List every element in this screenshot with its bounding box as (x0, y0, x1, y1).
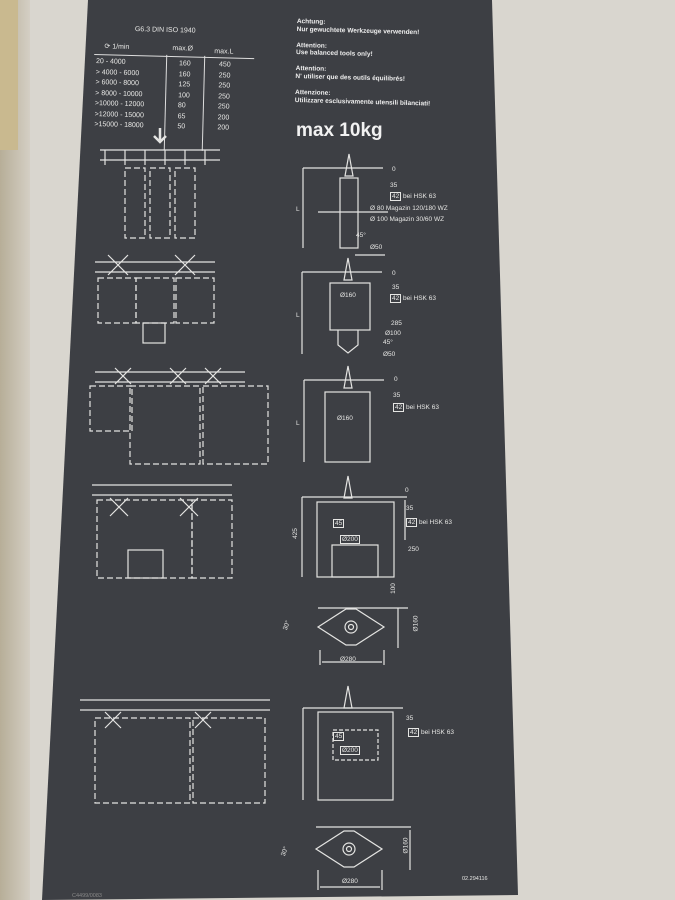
magazine-note-1: Ø 80 Magazin 120/180 WZ (370, 205, 448, 212)
dim-35: 35 (406, 505, 414, 512)
dim-d280: Ø280 (342, 878, 358, 885)
dim-45-box: 45 (333, 519, 345, 528)
dim-d200: Ø200 (340, 535, 360, 544)
magazine-diagram-1 (100, 149, 220, 239)
dim-d50: Ø50 (383, 351, 396, 358)
hsk-note: 42 bei HSK 63 (390, 192, 436, 201)
magazine-diagram-4 (92, 484, 233, 579)
dim-45-box: 45 (333, 732, 345, 741)
dim-zero: 0 (394, 376, 398, 383)
dim-285: 285 (391, 320, 402, 327)
tool-diagram-1 (302, 153, 388, 256)
dim-d160: Ø160 (402, 837, 410, 854)
magazine-note-2: Ø 100 Magazin 30/60 WZ (370, 216, 445, 223)
tool-flange-diagram-1 (316, 607, 408, 665)
tool-diagram-5 (302, 685, 403, 801)
magazine-diagram-2 (95, 254, 215, 344)
dim-d160: Ø160 (340, 292, 356, 299)
magazine-diagram-3 (89, 367, 269, 465)
hsk-note: 42 bei HSK 63 (390, 294, 436, 303)
max-weight: max 10kg (296, 120, 383, 141)
hsk-note: 42 bei HSK 63 (393, 403, 439, 412)
dim-35: 35 (390, 182, 398, 189)
dim-d200: Ø200 (340, 746, 360, 755)
dim-angle: 45° (356, 232, 366, 239)
dim-35: 35 (406, 715, 414, 722)
wall-edge (0, 0, 30, 900)
dim-d280: Ø280 (340, 656, 356, 663)
dim-d50: Ø50 (370, 244, 383, 251)
arrow-down-icon (153, 128, 167, 144)
tool-diagram-2 (301, 257, 382, 354)
dim-d160: Ø160 (412, 615, 420, 632)
plate-code: C4499/0083 (72, 893, 102, 899)
part-number: 02.294116 (462, 876, 488, 882)
dim-L: L (296, 420, 300, 427)
dim-d100: Ø100 (385, 330, 401, 337)
hsk-note: 42 bei HSK 63 (408, 728, 454, 737)
dim-35: 35 (393, 392, 401, 399)
dim-35: 35 (392, 284, 400, 291)
dim-zero: 0 (392, 166, 396, 173)
dim-425: 425 (291, 528, 299, 539)
dim-100: 100 (389, 583, 397, 594)
tool-diagram-3 (303, 365, 384, 463)
dim-zero: 0 (405, 487, 409, 494)
dim-L: L (296, 312, 300, 319)
dim-d160: Ø160 (337, 415, 353, 422)
dim-zero: 0 (392, 270, 396, 277)
shelf (0, 0, 18, 150)
tool-diagram-4 (301, 475, 407, 578)
magazine-diagram-5 (80, 699, 270, 804)
hsk-note: 42 bei HSK 63 (406, 518, 452, 527)
tool-flange-diagram-2 (314, 826, 411, 890)
dim-L: L (296, 206, 300, 213)
dim-angle: 45° (383, 339, 393, 346)
dim-250: 250 (408, 546, 419, 553)
